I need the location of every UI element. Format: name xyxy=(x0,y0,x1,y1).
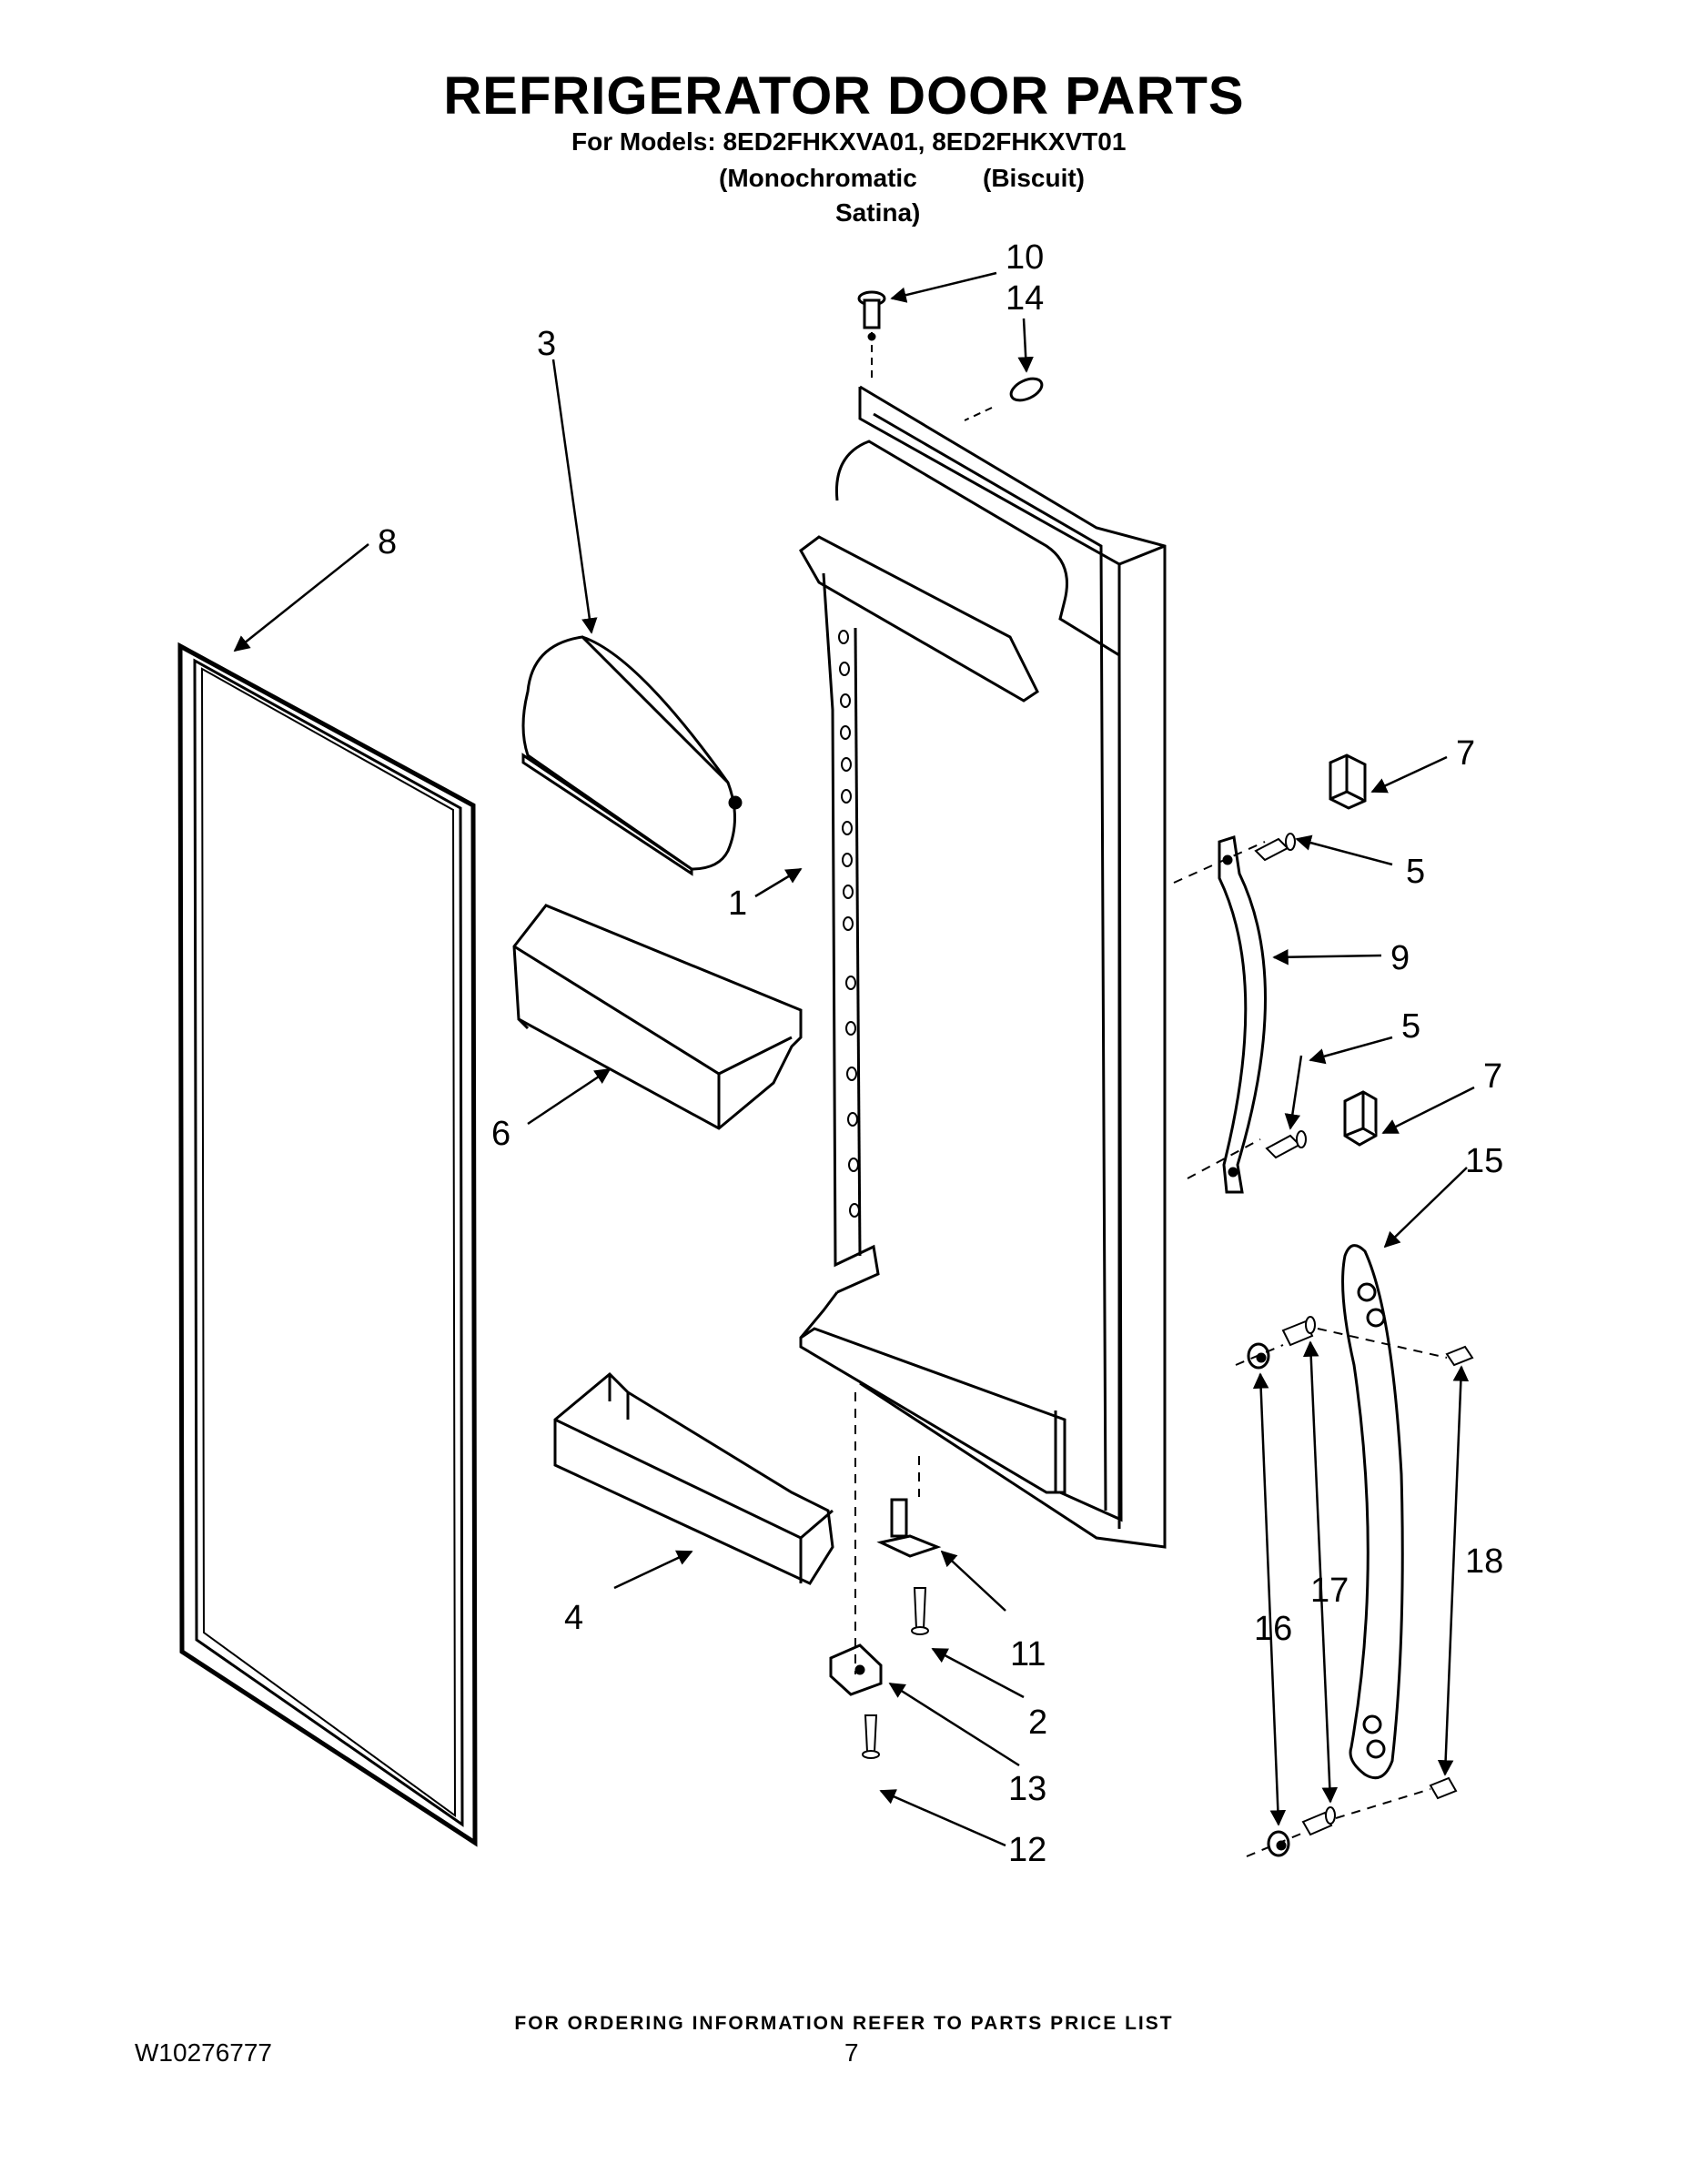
door-bin xyxy=(512,904,803,1130)
trim-screw-bottom xyxy=(1301,1806,1336,1836)
trim-screw-top xyxy=(1281,1316,1316,1347)
ordering-note: FOR ORDERING INFORMATION REFER TO PARTS … xyxy=(514,2013,1174,2034)
trim-plug-top xyxy=(1329,753,1367,810)
page-number: 7 xyxy=(844,2038,859,2067)
hinge-leaders xyxy=(854,1392,920,1674)
door-gasket xyxy=(177,642,478,1847)
callout-15: 15 xyxy=(1465,1142,1503,1180)
callout-5-bottom: 5 xyxy=(1401,1007,1420,1046)
range-arrows xyxy=(1252,1340,1470,1826)
callout-12: 12 xyxy=(1008,1831,1046,1869)
handle-leaders xyxy=(1173,841,1266,1179)
callout-arrows xyxy=(233,271,1475,1847)
callout-11: 11 xyxy=(1010,1635,1046,1673)
callout-2: 2 xyxy=(1028,1704,1047,1742)
callout-6: 6 xyxy=(491,1115,510,1153)
lower-door-bin xyxy=(553,1371,834,1585)
page-title: REFRIGERATOR DOOR PARTS xyxy=(443,66,1245,126)
variant-satina: Satina) xyxy=(835,198,921,227)
callout-4: 4 xyxy=(564,1599,583,1637)
callout-16: 16 xyxy=(1254,1610,1292,1648)
handle-screw-top xyxy=(1254,833,1296,862)
variant-biscuit: (Biscuit) xyxy=(983,164,1085,192)
callout-7-bottom: 7 xyxy=(1483,1057,1502,1096)
trim-stud-bottom xyxy=(1429,1776,1458,1800)
document-number: W10276777 xyxy=(135,2038,273,2067)
models-line: For Models: 8ED2FHKXVA01, 8ED2FHKXVT01 xyxy=(571,127,1127,156)
variant-monochromatic: (Monochromatic xyxy=(719,164,917,192)
callout-5-top: 5 xyxy=(1406,853,1425,891)
callout-7-top: 7 xyxy=(1456,734,1475,773)
door-handle xyxy=(1218,835,1267,1194)
hinge-pin-assembly xyxy=(876,1498,942,1558)
callout-14: 14 xyxy=(1006,279,1044,318)
callout-3: 3 xyxy=(537,325,556,363)
callout-13: 13 xyxy=(1008,1770,1046,1808)
handle-trim xyxy=(1341,1244,1404,1780)
trim-leaders xyxy=(1235,1328,1448,1857)
callout-1: 1 xyxy=(728,885,747,923)
bracket-screw xyxy=(862,1714,880,1759)
shelf-holes xyxy=(838,630,860,1218)
dairy-door xyxy=(521,635,743,876)
callout-10: 10 xyxy=(1006,238,1044,277)
handle-screw-bottom xyxy=(1265,1130,1307,1159)
callout-8: 8 xyxy=(378,523,397,561)
hinge-bracket xyxy=(829,1643,883,1696)
leader-dashed xyxy=(964,407,993,421)
top-hinge-bushing xyxy=(857,290,886,341)
hinge-washer xyxy=(1009,377,1044,402)
callout-18: 18 xyxy=(1465,1542,1503,1581)
door-assembly xyxy=(799,385,1167,1549)
callout-17: 17 xyxy=(1310,1572,1349,1610)
hinge-screw xyxy=(911,1587,929,1635)
callout-9: 9 xyxy=(1390,939,1410,977)
trim-stud-top xyxy=(1445,1345,1474,1367)
trim-plug-bottom xyxy=(1343,1090,1378,1147)
